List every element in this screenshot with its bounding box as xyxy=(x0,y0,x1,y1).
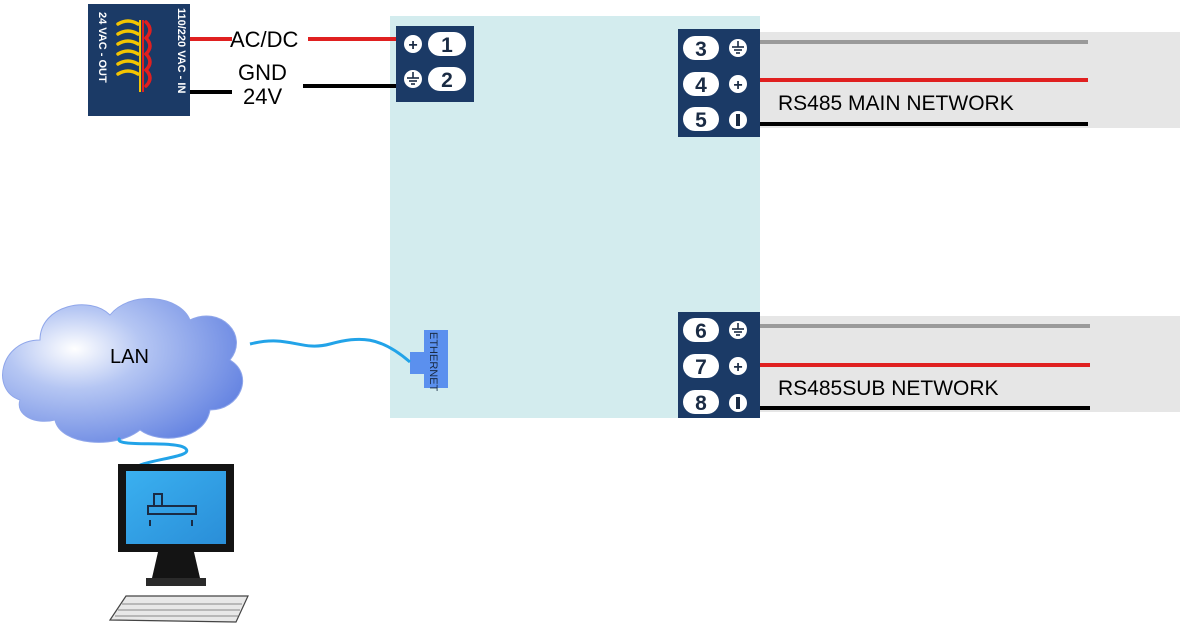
svg-text:+: + xyxy=(733,77,742,94)
terminal-1-number: 1 xyxy=(441,34,453,57)
terminal-3-number: 3 xyxy=(695,38,707,61)
ground-icon xyxy=(729,321,747,339)
terminal-block-sub: 6 7 + 8 xyxy=(678,312,760,418)
transformer: 24 VAC - OUT 110/220 VAC - IN xyxy=(88,4,190,116)
terminal-8-number: 8 xyxy=(695,392,707,415)
computer-icon xyxy=(108,464,249,623)
svg-text:+: + xyxy=(408,37,417,54)
terminal-block-power: + 1 2 xyxy=(396,26,474,102)
terminal-4-number: 4 xyxy=(695,74,707,97)
gnd-label: GND xyxy=(238,60,287,85)
positive-icon xyxy=(404,35,422,53)
lan-cloud-icon xyxy=(2,298,243,443)
acdc-label: AC/DC xyxy=(230,27,299,52)
terminal-block-main: 3 4 + 5 xyxy=(678,29,760,137)
pc-cable xyxy=(117,436,189,467)
main-network-label: RS485 MAIN NETWORK xyxy=(778,92,1014,115)
sub-network-label: RS485SUB NETWORK xyxy=(778,377,999,400)
lan-label: LAN xyxy=(110,346,149,368)
transformer-input-label: 110/220 VAC - IN xyxy=(175,8,187,93)
positive-icon xyxy=(729,357,747,375)
ground-icon xyxy=(729,39,747,57)
ethernet-port[interactable]: ETHERNET xyxy=(410,330,448,392)
transformer-output-label: 24 VAC - OUT xyxy=(96,12,108,83)
ethernet-cable xyxy=(249,337,411,364)
voltage-label: 24V xyxy=(243,84,283,109)
positive-icon xyxy=(729,75,747,93)
ground-icon xyxy=(404,70,422,88)
terminal-5-number: 5 xyxy=(695,109,707,132)
ethernet-label: ETHERNET xyxy=(427,332,439,392)
terminal-2-number: 2 xyxy=(441,69,453,92)
svg-text:+: + xyxy=(733,359,742,376)
terminal-7-number: 7 xyxy=(695,356,707,379)
terminal-6-number: 6 xyxy=(695,320,707,343)
